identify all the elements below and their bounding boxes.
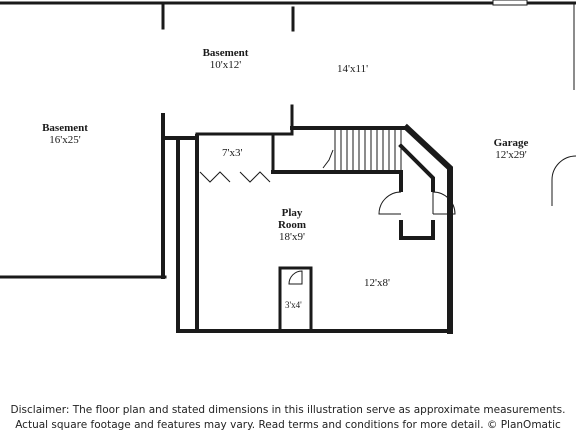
- garage-door-swing: [551, 155, 576, 206]
- door-swing-left: [378, 191, 402, 215]
- stair-arrow: [322, 149, 334, 169]
- door-closet-small: [288, 270, 303, 285]
- room-name: Basement: [202, 47, 249, 59]
- room-name-line2: Room: [277, 219, 307, 231]
- garage-edge: [492, 0, 575, 90]
- room-name: Basement: [42, 122, 88, 134]
- bifold-door-1: [199, 171, 231, 183]
- label-garage: Garage 12'x29': [478, 137, 544, 161]
- disclaimer-line-1: Disclaimer: The floor plan and stated di…: [10, 404, 566, 416]
- room-dims: 12'x29': [495, 149, 527, 161]
- label-basement-left: Basement 16'x25': [30, 122, 100, 146]
- door-swing-right: [432, 191, 456, 215]
- wall-inner-angle: [398, 143, 435, 192]
- label-room-14x11: 14'x11': [337, 63, 369, 75]
- room-dims: 16'x25': [49, 134, 81, 146]
- label-play-room: Play Room 18'x9': [262, 207, 322, 243]
- wall-stair-angle: [402, 123, 453, 334]
- doors: [199, 155, 576, 285]
- label-closet-3x4: 3'x4': [285, 300, 302, 310]
- label-closet-7x3: 7'x3': [222, 147, 243, 159]
- stairs: [322, 127, 402, 173]
- bifold-door-2: [239, 171, 271, 183]
- room-dims: 10'x12': [209, 59, 242, 71]
- label-room-12x8: 12'x8': [364, 277, 390, 289]
- walls: [0, 1, 576, 334]
- disclaimer-line-2: Actual square footage and features may v…: [15, 419, 561, 431]
- label-basement-top: Basement 10'x12': [188, 47, 263, 71]
- room-name-line1: Play: [281, 207, 303, 219]
- stair-outline: [334, 127, 402, 173]
- window-top-right: [492, 0, 528, 6]
- room-name: Garage: [493, 137, 529, 149]
- room-dims: 18'x9': [279, 231, 305, 243]
